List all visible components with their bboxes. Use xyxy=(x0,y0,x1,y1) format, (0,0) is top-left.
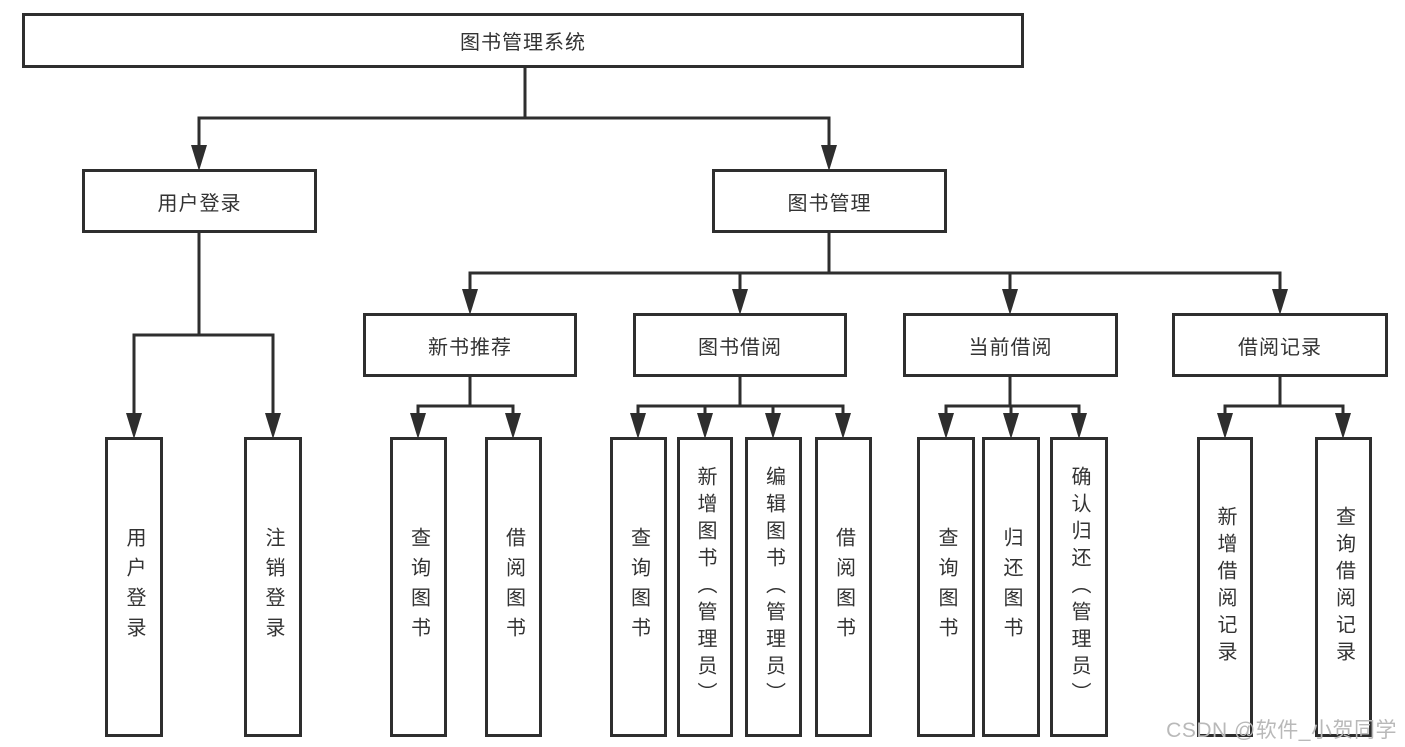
node-root: 图书管理系统 xyxy=(22,13,1024,68)
node-user-login-label: 用户登录 xyxy=(157,192,242,215)
connector-newbook-to-leaves xyxy=(416,377,515,420)
connector-currentborrow-to-leaves xyxy=(944,377,1081,420)
leaf-br-add-record-label: 新增借阅记录 xyxy=(1214,506,1236,668)
leaf-nb-borrow-books: 借阅图书 xyxy=(485,437,542,737)
node-book-management: 图书管理 xyxy=(712,169,947,233)
leaf-cb-return-books: 归还图书 xyxy=(982,437,1040,737)
node-book-borrowing: 图书借阅 xyxy=(633,313,847,377)
leaf-bb-borrow-books-label: 借阅图书 xyxy=(832,527,855,647)
leaf-br-query-record: 查询借阅记录 xyxy=(1315,437,1372,737)
leaf-br-add-record: 新增借阅记录 xyxy=(1197,437,1253,737)
leaf-cb-query-books-label: 查询图书 xyxy=(935,527,957,647)
node-new-book-recommendation: 新书推荐 xyxy=(363,313,577,377)
leaf-nb-borrow-books-label: 借阅图书 xyxy=(502,527,525,647)
leaf-bb-edit-book-admin-label: 编辑图书（管理员） xyxy=(762,465,785,709)
leaf-nb-query-books: 查询图书 xyxy=(390,437,447,737)
connector-borrowrecord-to-leaves xyxy=(1223,377,1345,420)
csdn-watermark: CSDN @软件_小贺同学 xyxy=(1166,719,1397,742)
leaf-user-login-label: 用户登录 xyxy=(123,527,145,647)
leaf-br-query-record-label: 查询借阅记录 xyxy=(1332,506,1355,668)
node-borrowing-records-label: 借阅记录 xyxy=(1238,336,1322,359)
connector-bookmgmt-to-level3 xyxy=(468,233,1282,296)
leaf-cb-query-books: 查询图书 xyxy=(917,437,975,737)
node-user-login: 用户登录 xyxy=(82,169,317,233)
connector-root-to-level2 xyxy=(197,68,831,150)
node-current-borrowing: 当前借阅 xyxy=(903,313,1118,377)
node-book-management-label: 图书管理 xyxy=(787,192,872,215)
connector-userlogin-to-leaves xyxy=(132,233,275,420)
leaf-bb-add-book-admin: 新增图书（管理员） xyxy=(677,437,733,737)
leaf-logout-label: 注销登录 xyxy=(262,527,284,647)
node-current-borrowing-label: 当前借阅 xyxy=(968,336,1053,359)
leaf-bb-edit-book-admin: 编辑图书（管理员） xyxy=(745,437,802,737)
leaf-nb-query-books-label: 查询图书 xyxy=(407,527,430,647)
node-root-label: 图书管理系统 xyxy=(460,32,586,54)
leaf-cb-confirm-return-admin-label: 确认归还（管理员） xyxy=(1068,465,1090,709)
leaf-bb-add-book-admin-label: 新增图书（管理员） xyxy=(694,465,716,709)
node-borrowing-records: 借阅记录 xyxy=(1172,313,1388,377)
leaf-user-login: 用户登录 xyxy=(105,437,163,737)
node-book-borrowing-label: 图书借阅 xyxy=(698,336,782,359)
leaf-bb-borrow-books: 借阅图书 xyxy=(815,437,872,737)
leaf-bb-query-books: 查询图书 xyxy=(610,437,667,737)
leaf-logout: 注销登录 xyxy=(244,437,302,737)
node-new-book-recommendation-label: 新书推荐 xyxy=(428,336,512,359)
leaf-cb-return-books-label: 归还图书 xyxy=(1000,527,1022,647)
leaf-cb-confirm-return-admin: 确认归还（管理员） xyxy=(1050,437,1108,737)
leaf-bb-query-books-label: 查询图书 xyxy=(627,527,650,647)
connector-bookborrow-to-leaves xyxy=(636,377,845,420)
